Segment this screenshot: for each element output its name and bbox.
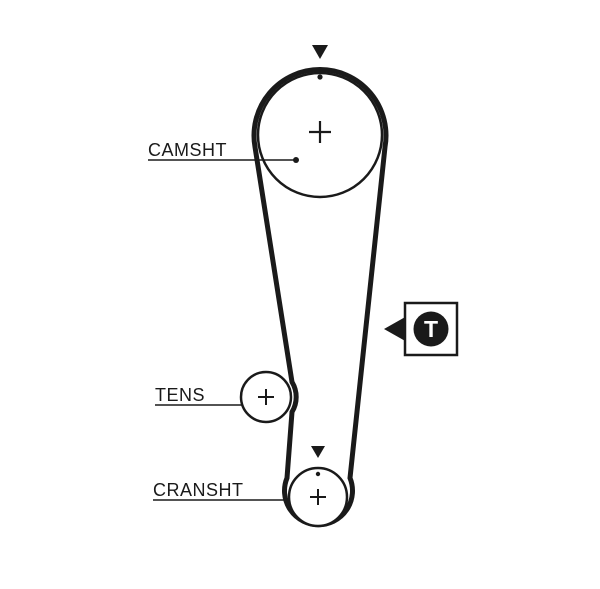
timing-belt	[251, 67, 389, 528]
camshaft-timing-mark-icon	[312, 45, 328, 59]
tension-arrow-icon	[384, 316, 407, 342]
camshaft-timing-dot	[317, 74, 323, 80]
tensioner-crosshair-icon	[258, 389, 274, 405]
camshaft-crosshair-icon	[309, 121, 331, 143]
crankshaft-crosshair-icon	[310, 489, 326, 505]
tension-marker-circle	[413, 311, 449, 347]
tension-marker-letter: T	[424, 316, 438, 342]
camshaft-leader-dot	[293, 157, 299, 163]
crankshaft-timing-mark-icon	[311, 446, 325, 458]
camshaft-label: CAMSHT	[148, 140, 227, 160]
tension-check-marker: T	[384, 301, 459, 357]
crankshaft-label: CRANSHT	[153, 480, 244, 500]
crankshaft-timing-dot	[315, 471, 321, 477]
tensioner-label: TENS	[155, 385, 205, 405]
